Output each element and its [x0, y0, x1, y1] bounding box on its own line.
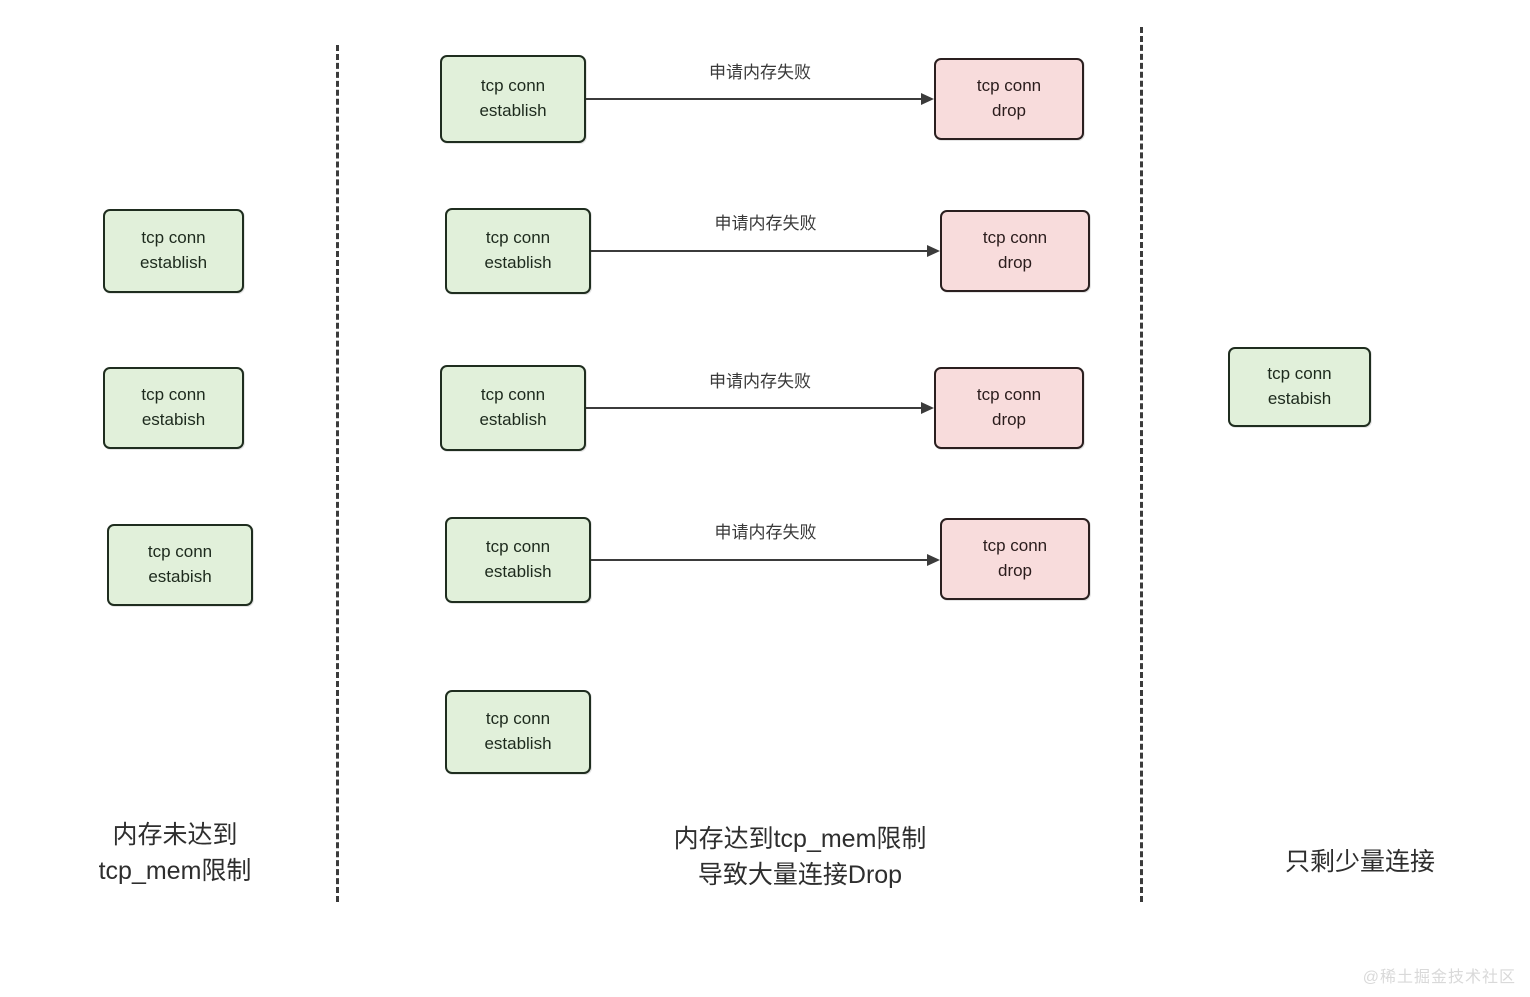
middle-source-node-2: tcp conn establish — [445, 208, 591, 294]
node-label-line1: tcp conn — [141, 228, 206, 248]
middle-target-node-1: tcp conn drop — [934, 58, 1084, 140]
divider-right — [1140, 27, 1143, 902]
middle-target-node-2: tcp conn drop — [940, 210, 1090, 292]
arrow-label-2: 申请内存失败 — [714, 214, 817, 233]
arrow-shaft — [591, 559, 927, 561]
arrow-label-4: 申请内存失败 — [714, 523, 817, 542]
middle-source-node-5: tcp conn establish — [445, 690, 591, 774]
node-label-line1: tcp conn — [485, 709, 551, 729]
left-node-1: tcp conn establish — [103, 209, 244, 293]
node-label-line1: tcp conn — [982, 228, 1048, 248]
caption-right-line1: 只剩少量连接 — [1284, 848, 1435, 876]
node-label-line2: estabish — [1267, 389, 1332, 408]
caption-middle-line1: 内存达到tcp_mem限制 — [673, 825, 927, 853]
node-label-line1: tcp conn — [147, 542, 213, 562]
node-label-line2: establish — [479, 101, 547, 120]
node-label-line1: tcp conn — [480, 385, 546, 405]
node-label-line2: establish — [484, 562, 552, 581]
left-node-3: tcp conn estabish — [107, 524, 253, 606]
caption-right: 只剩少量连接 — [1200, 845, 1520, 881]
node-label-line1: tcp conn — [485, 537, 551, 557]
watermark: @稀土掘金技术社区 — [1362, 969, 1516, 986]
caption-middle: 内存达到tcp_mem限制 导致大量连接Drop — [550, 822, 1050, 893]
middle-source-node-1: tcp conn establish — [440, 55, 586, 143]
arrow-head — [927, 554, 940, 566]
middle-source-node-3: tcp conn establish — [440, 365, 586, 451]
middle-source-node-4: tcp conn establish — [445, 517, 591, 603]
node-label-line1: tcp conn — [480, 76, 546, 96]
node-label-line2: estabish — [148, 567, 212, 586]
arrow-head — [921, 402, 934, 414]
arrow-shaft — [591, 250, 927, 252]
node-label-line1: tcp conn — [1267, 364, 1332, 384]
node-label-line2: drop — [991, 101, 1027, 120]
node-label-line2: drop — [991, 410, 1027, 429]
caption-middle-line2: 导致大量连接Drop — [697, 860, 903, 889]
arrow-shaft — [586, 98, 921, 100]
arrow-3 — [586, 400, 934, 416]
node-label-line2: drop — [997, 561, 1033, 580]
caption-left-line2: tcp_mem限制 — [98, 856, 252, 885]
arrow-2 — [591, 243, 940, 259]
arrow-label-1: 申请内存失败 — [709, 63, 811, 82]
divider-left — [336, 45, 339, 902]
node-label-line2: establish — [139, 253, 208, 272]
arrow-head — [927, 245, 940, 257]
node-label-line1: tcp conn — [141, 385, 206, 405]
arrow-head — [921, 93, 934, 105]
arrow-1 — [586, 91, 934, 107]
left-node-2: tcp conn estabish — [103, 367, 244, 449]
arrow-label-3: 申请内存失败 — [709, 372, 811, 391]
arrow-shaft — [586, 407, 921, 409]
node-label-line2: establish — [479, 410, 547, 429]
node-label-line2: establish — [484, 253, 552, 272]
right-node-1: tcp conn estabish — [1228, 347, 1371, 427]
middle-target-node-3: tcp conn drop — [934, 367, 1084, 449]
node-label-line2: drop — [997, 253, 1033, 272]
node-label-line1: tcp conn — [976, 385, 1042, 405]
node-label-line1: tcp conn — [982, 536, 1048, 556]
caption-left-line1: 内存未达到 — [112, 821, 238, 849]
caption-left: 内存未达到 tcp_mem限制 — [30, 818, 320, 889]
node-label-line2: establish — [484, 734, 552, 753]
node-label-line1: tcp conn — [976, 76, 1042, 96]
arrow-4 — [591, 552, 940, 568]
node-label-line1: tcp conn — [485, 228, 551, 248]
middle-target-node-4: tcp conn drop — [940, 518, 1090, 600]
node-label-line2: estabish — [141, 410, 206, 429]
